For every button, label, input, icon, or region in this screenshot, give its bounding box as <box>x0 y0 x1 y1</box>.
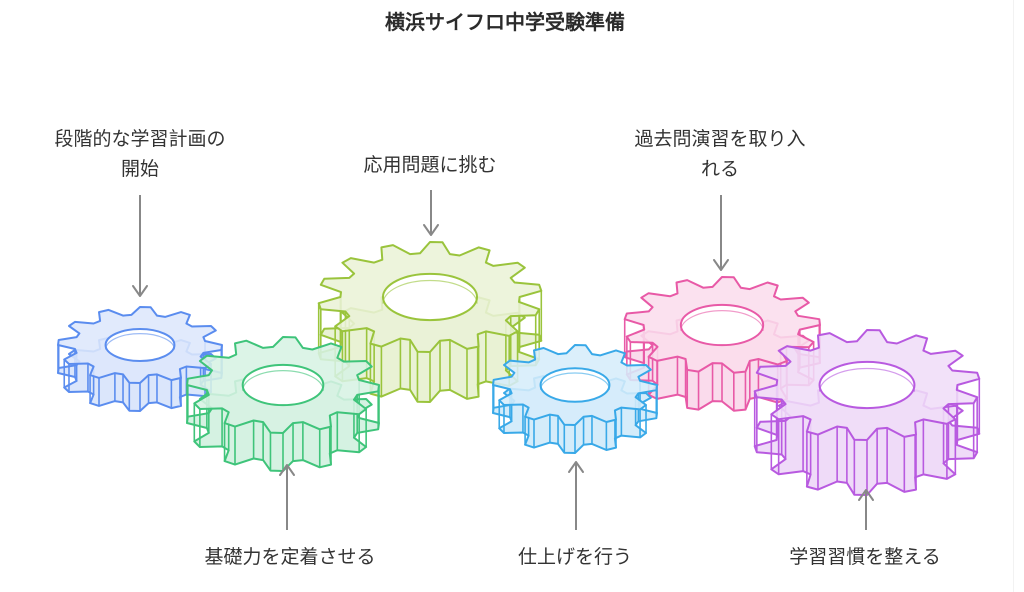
arrow-applied <box>423 190 439 236</box>
label-basics: 基礎力を定着させる <box>204 546 376 568</box>
label-past-line2: れる <box>700 158 739 180</box>
gear-blue <box>57 306 223 412</box>
gear-cyan <box>492 344 658 454</box>
arrow-start <box>132 195 148 297</box>
diagram-title: 横浜サイフロ中学受験準備 <box>385 10 625 34</box>
arrow-finish <box>568 461 584 530</box>
label-habit: 学習習慣を整える <box>789 546 941 568</box>
gear-olive <box>317 241 543 403</box>
label-finish: 仕上げを行う <box>517 546 632 568</box>
label-start: 段階的な学習計画の 開始 <box>20 124 260 184</box>
right-edge-line <box>1013 0 1014 592</box>
gear-green <box>186 336 380 472</box>
label-start-line2: 開始 <box>120 158 159 180</box>
label-past: 過去問演習を取り入 れる <box>600 124 840 184</box>
label-applied: 応用問題に挑む <box>363 154 497 176</box>
arrow-habit <box>858 489 874 530</box>
label-start-line1: 段階的な学習計画の <box>54 128 226 150</box>
label-past-line1: 過去問演習を取り入 <box>634 128 806 150</box>
arrow-basics <box>279 464 295 530</box>
gear-purple <box>753 329 981 496</box>
arrow-past <box>713 195 729 271</box>
